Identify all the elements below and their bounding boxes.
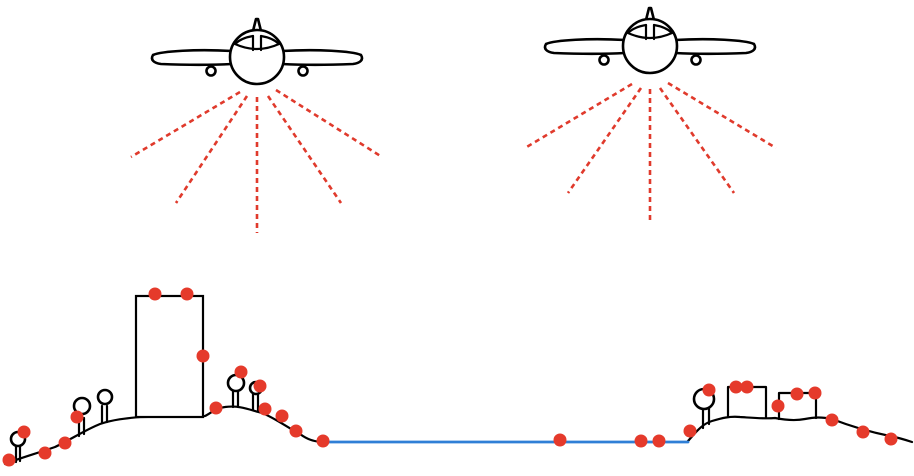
lidar-return-point	[148, 287, 162, 301]
lidar-return-point	[729, 380, 743, 394]
lidar-return-point	[253, 379, 267, 393]
terrain-ground-right	[686, 415, 914, 444]
lidar-return-point	[683, 424, 697, 438]
lidar-return-point	[209, 401, 223, 415]
lidar-return-point	[771, 399, 785, 413]
lidar-return-points	[2, 287, 898, 467]
aircraft-left	[150, 17, 364, 86]
lidar-return-point	[856, 425, 870, 439]
lidar-return-point	[652, 434, 666, 448]
scan-beams	[130, 81, 777, 233]
lidar-return-point	[196, 349, 210, 363]
lidar-return-point	[316, 434, 330, 448]
tree-icon	[226, 373, 246, 409]
lidar-return-point	[2, 453, 16, 467]
lidar-return-point	[740, 380, 754, 394]
airplane-front-view-icon	[150, 17, 364, 86]
tree-icon	[96, 388, 114, 425]
lidar-return-point	[234, 365, 248, 379]
scan-beam-line	[130, 90, 241, 159]
lidar-return-point	[702, 383, 716, 397]
trees	[9, 373, 716, 464]
lidar-return-point	[58, 436, 72, 450]
scan-beam-line	[667, 81, 777, 150]
lidar-return-point	[38, 446, 52, 460]
scan-beam-line	[566, 87, 643, 194]
airplane-front-view-icon	[543, 6, 757, 75]
scan-beam-line	[524, 82, 633, 150]
lidar-return-point	[553, 433, 567, 447]
lidar-return-point	[289, 424, 303, 438]
lidar-return-point	[258, 402, 272, 416]
lidar-return-point	[808, 386, 822, 400]
scan-beam-line	[658, 87, 736, 194]
lidar-return-point	[17, 425, 31, 439]
scan-beam-line	[174, 95, 249, 204]
lidar-return-point	[70, 410, 84, 424]
lidar-return-point	[275, 409, 289, 423]
lidar-return-point	[634, 434, 648, 448]
lidar-return-point	[180, 287, 194, 301]
scan-beam-line	[266, 95, 343, 204]
lidar-return-point	[825, 413, 839, 427]
aircraft-right	[543, 6, 757, 75]
tall-building	[134, 294, 205, 419]
lidar-return-point	[884, 432, 898, 446]
scan-beam-line	[275, 88, 383, 159]
lidar-return-point	[790, 387, 804, 401]
